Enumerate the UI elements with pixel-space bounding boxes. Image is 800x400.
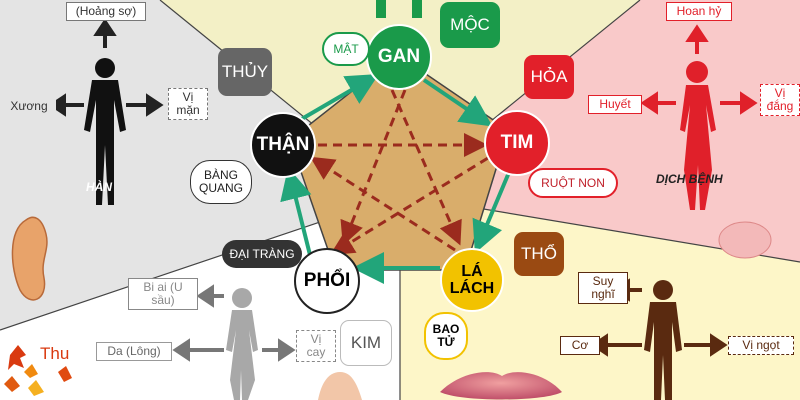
organ-than: THẬN [250,112,316,178]
organ-tim-label: TIM [500,132,534,153]
secondary-bao-tu-label: BAO TỬ [432,322,460,349]
tongue-image [718,221,772,259]
fire-taste-text: Vị đắng [766,86,794,113]
element-thuy: THỦY [218,48,272,96]
earth-emotion: Suy nghĩ [578,272,628,304]
water-taste: Vị mặn [168,88,208,120]
earth-taste: Vị ngọt [728,336,794,355]
secondary-bang-quang-label: BÀNG QUANG [198,168,243,195]
water-emotion-text: (Hoảng sợ) [75,4,137,18]
secondary-ruot-non-label: RUỘT NON [541,175,605,190]
element-kim: KIM [340,320,392,366]
metal-season: Thu [40,344,70,363]
secondary-dai-trang: ĐẠI TRÀNG [222,240,302,268]
water-emotion: (Hoảng sợ) [66,2,146,21]
metal-taste-text: Vị cay [306,332,326,359]
fire-emotion-text: Hoan hỷ [676,4,722,18]
element-hoa-label: HỎA [530,67,568,86]
water-season: HÀN [86,180,112,194]
autumn-leaves-image [4,345,72,396]
wood-person [376,0,422,18]
organ-phoi: PHỔI [294,248,360,314]
earth-emotion-text: Suy nghĩ [591,274,615,301]
water-person [84,58,126,205]
earth-tissue: Cơ [560,336,600,355]
fire-panel-arrows [640,24,758,115]
organ-phoi-label: PHỔI [303,270,351,291]
fire-tissue-text: Huyết [599,97,631,111]
secondary-mat: MẬT [322,32,370,66]
element-thuy-label: THỦY [221,62,269,81]
element-kim-label: KIM [350,333,382,352]
metal-person [226,288,258,400]
secondary-dai-trang-label: ĐẠI TRÀNG [229,246,295,261]
fire-taste: Vị đắng [760,84,800,116]
secondary-bang-quang: BÀNG QUANG [190,160,252,204]
ear-image [11,216,48,301]
secondary-bao-tu: BAO TỬ [424,312,468,360]
metal-tissue: Da (Lông) [96,342,172,361]
element-hoa: HỎA [524,55,574,99]
element-moc: MỘC [440,2,500,48]
organ-tim: TIM [484,110,550,176]
secondary-mat-label: MẬT [333,41,359,56]
secondary-ruot-non: RUỘT NON [528,168,618,198]
generating-cycle-arrows [280,73,512,284]
element-tho: THỔ [514,232,564,276]
organ-la-lach-label: LÁ LÁCH [449,263,495,297]
fire-season: DỊCH BỆNH [656,172,723,186]
fire-emotion: Hoan hỷ [666,2,732,21]
water-taste-text: Vị mặn [176,90,200,117]
metal-tissue-text: Da (Lông) [107,344,161,358]
metal-emotion-text: Bi ai (U sầu) [143,280,183,307]
earth-taste-text: Vị ngọt [742,338,780,352]
water-tissue: Xương [2,97,56,116]
organ-la-lach: LÁ LÁCH [440,248,504,312]
metal-panel-arrows [172,284,296,362]
fire-tissue: Huyết [588,95,642,114]
water-tissue-text: Xương [10,99,48,113]
lips-image [440,372,562,400]
earth-person [644,280,682,400]
element-moc-label: MỘC [450,15,490,34]
control-cycle-arrows [309,89,489,256]
earth-tissue-text: Cơ [571,338,589,352]
metal-taste: Vị cay [296,330,336,362]
metal-emotion: Bi ai (U sầu) [128,278,198,310]
nose-image [318,372,362,400]
water-panel-arrows [48,18,164,117]
organ-than-label: THẬN [256,134,310,155]
fire-person [680,61,716,210]
organ-gan: GAN [366,24,432,90]
element-tho-label: THỔ [521,244,557,263]
organ-gan-label: GAN [377,46,421,67]
